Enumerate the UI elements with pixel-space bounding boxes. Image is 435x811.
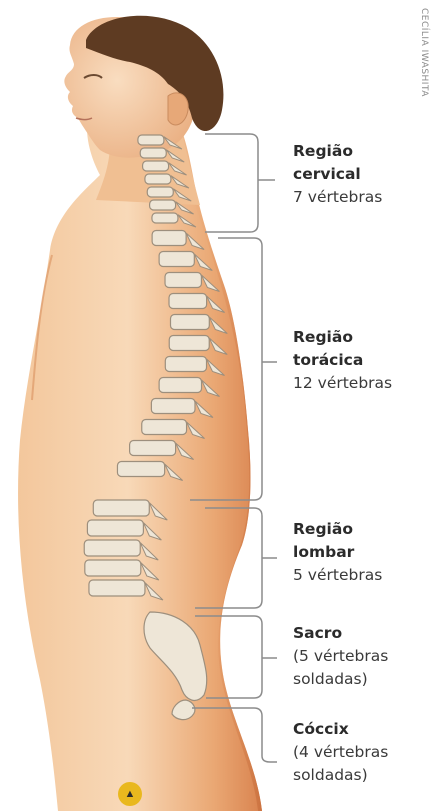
vertebra [152, 213, 178, 223]
vertebra [145, 174, 171, 184]
label-cervical-count: 7 vértebras [293, 186, 382, 209]
vertebra [87, 520, 143, 536]
vertebra [169, 294, 207, 309]
label-cervical: Região cervical 7 vértebras [293, 140, 382, 209]
label-sacrum: Sacro (5 vértebras soldadas) [293, 622, 388, 691]
vertebra [93, 500, 149, 516]
label-coccyx: Cóccix (4 vértebras soldadas) [293, 718, 388, 787]
vertebra [117, 462, 164, 477]
vertebra [147, 187, 173, 197]
vertebra [84, 540, 140, 556]
navigation-badge[interactable]: ▲ [118, 782, 142, 806]
vertebra [140, 148, 166, 158]
label-sacrum-count-line1: (5 vértebras [293, 645, 388, 668]
label-coccyx-count-line2: soldadas) [293, 764, 388, 787]
vertebra [152, 231, 186, 246]
up-triangle-icon: ▲ [125, 789, 136, 800]
label-cervical-subtitle: cervical [293, 163, 382, 186]
label-lumbar-subtitle: lombar [293, 541, 382, 564]
vertebra [89, 580, 145, 596]
vertebra [143, 161, 169, 171]
vertebra [159, 378, 201, 393]
label-thoracic: Região torácica 12 vértebras [293, 326, 392, 395]
vertebra [138, 135, 164, 145]
vertebra [142, 420, 187, 435]
vertebra [165, 357, 206, 372]
label-thoracic-title: Região [293, 326, 392, 349]
label-thoracic-count: 12 vértebras [293, 372, 392, 395]
vertebra [151, 399, 195, 414]
label-sacrum-count-line2: soldadas) [293, 668, 388, 691]
vertebra [171, 315, 210, 330]
label-coccyx-count-line1: (4 vértebras [293, 741, 388, 764]
vertebra [85, 560, 141, 576]
vertebra [165, 273, 201, 288]
label-coccyx-title: Cóccix [293, 718, 388, 741]
label-lumbar-count: 5 vértebras [293, 564, 382, 587]
label-lumbar: Região lombar 5 vértebras [293, 518, 382, 587]
bracket-cervical [205, 134, 275, 232]
label-lumbar-title: Região [293, 518, 382, 541]
vertebra [150, 200, 176, 210]
vertebra [130, 441, 176, 456]
label-sacrum-title: Sacro [293, 622, 388, 645]
vertebra [159, 252, 194, 267]
label-thoracic-subtitle: torácica [293, 349, 392, 372]
label-cervical-title: Região [293, 140, 382, 163]
photo-credit: CECÍLIA IWASHITA [419, 8, 429, 97]
vertebra [169, 336, 209, 351]
